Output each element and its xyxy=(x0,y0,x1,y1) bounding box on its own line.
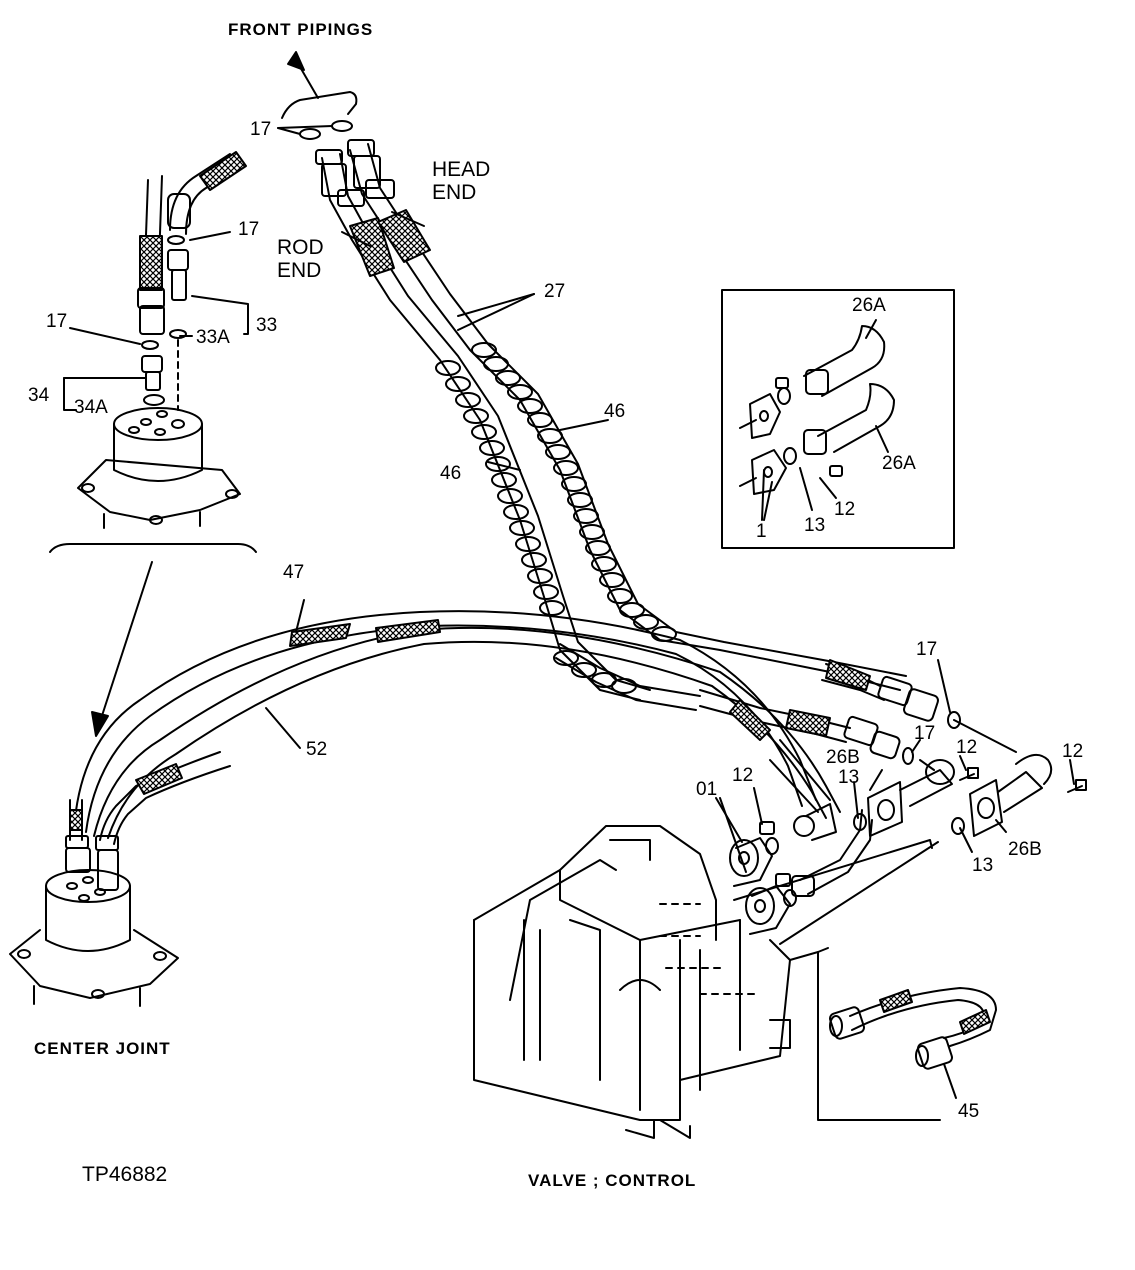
part-34: 34 xyxy=(28,385,50,406)
part-13-a: 13 xyxy=(838,767,860,788)
part-47: 47 xyxy=(283,562,305,583)
part-12-c: 12 xyxy=(732,765,754,786)
label-head-end: HEAD END xyxy=(432,158,491,205)
label-brackets-left xyxy=(63,231,249,411)
part-13-inset: 13 xyxy=(804,515,826,536)
part-26b-a: 26B xyxy=(826,747,860,768)
leader-lines xyxy=(265,211,1075,1099)
part-17-right-b: 17 xyxy=(914,723,936,744)
part-1-inset: 1 xyxy=(756,521,767,542)
part-34a: 34A xyxy=(74,397,108,418)
inset-box xyxy=(721,289,955,549)
part-01: 01 xyxy=(696,779,718,800)
center-joint-assembly xyxy=(9,610,841,1007)
figure-id: TP46882 xyxy=(82,1163,168,1186)
part-12-b: 12 xyxy=(1062,741,1084,762)
part-26a-bottom: 26A xyxy=(882,453,916,474)
part-27: 27 xyxy=(544,281,566,302)
part-46-left: 46 xyxy=(440,463,462,484)
caption-valve-control: VALVE ; CONTROL xyxy=(528,1171,697,1190)
part-33: 33 xyxy=(256,315,278,336)
flange-fittings xyxy=(853,719,1087,837)
part-52: 52 xyxy=(306,739,328,760)
part-33a: 33A xyxy=(196,327,230,348)
center-joint-closeup xyxy=(49,151,257,737)
part-12-inset: 12 xyxy=(834,499,856,520)
part-17-top: 17 xyxy=(250,119,272,140)
part-17-right-a: 17 xyxy=(916,639,938,660)
control-valve-body xyxy=(473,825,941,1139)
valve-port-flanges xyxy=(729,739,873,935)
caption-front-pipings: FRONT PIPINGS xyxy=(228,20,374,39)
front-pipings-arrow xyxy=(277,51,358,140)
boom-hoses xyxy=(315,139,907,701)
part-45: 45 xyxy=(958,1101,980,1122)
part-17-left: 17 xyxy=(46,311,68,332)
part-46-right: 46 xyxy=(604,401,626,422)
upper-right-hose-ends xyxy=(699,659,961,765)
part-13-b: 13 xyxy=(972,855,994,876)
label-rod-end: ROD END xyxy=(277,236,324,283)
part-26b-b: 26B xyxy=(1008,839,1042,860)
spring-guard-right xyxy=(471,342,677,642)
spring-guard-left xyxy=(435,360,637,694)
part-12-a: 12 xyxy=(956,737,978,758)
hose-45 xyxy=(829,987,997,1070)
part-26a-top: 26A xyxy=(852,295,886,316)
part-17-fitting: 17 xyxy=(238,219,260,240)
caption-center-joint: CENTER JOINT xyxy=(34,1039,171,1058)
